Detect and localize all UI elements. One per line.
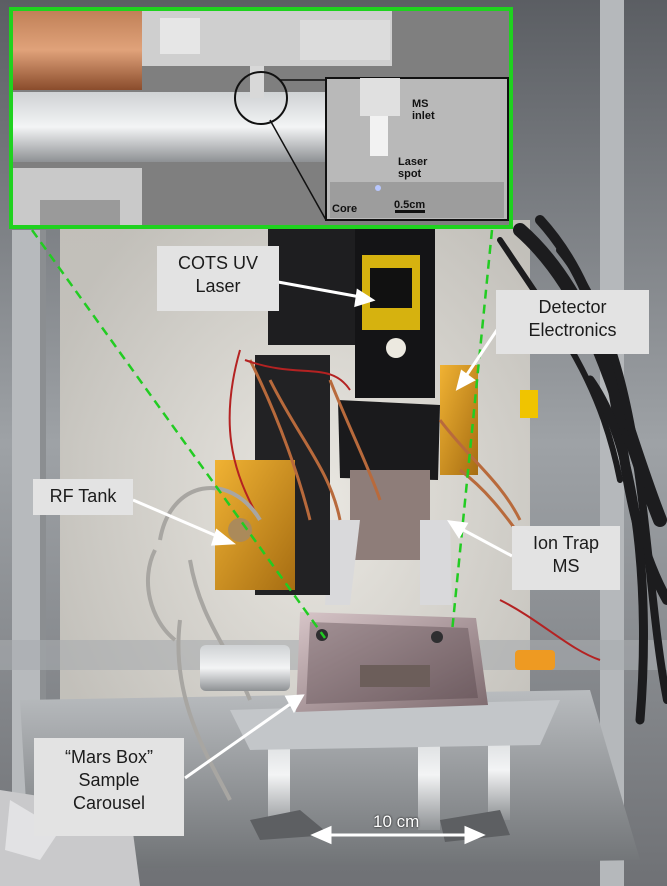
red-wires [228, 349, 601, 661]
annotation-arrows [132, 280, 513, 780]
inset-photo [12, 10, 510, 226]
yellow-connector [520, 390, 538, 418]
laser-label-text-area [370, 268, 412, 308]
ion-trap-cover [338, 400, 440, 480]
scale-bar [310, 825, 486, 845]
inset-label-scale: 0.5cm [394, 199, 426, 211]
frame-post-left-edge [40, 230, 46, 880]
dashed-guide-left [30, 229, 327, 639]
foil-highlight [5, 800, 60, 860]
left-cylinder [200, 645, 290, 691]
dashed-guide-right [450, 229, 494, 633]
inset-label-ms-inlet: MS inlet [412, 98, 435, 122]
ion-trap-assembly [350, 470, 430, 560]
stand-foot [250, 810, 330, 840]
copper-wiring [248, 359, 542, 562]
orange-tube [515, 650, 555, 670]
inset-label-core: Core [332, 203, 358, 215]
support-fin [420, 520, 452, 605]
callout-mars-box: “Mars Box” Sample Carousel [34, 738, 184, 836]
callout-ion-trap-ms: Ion Trap MS [512, 526, 620, 590]
stand-platform [230, 700, 560, 750]
callout-rf-tank: RF Tank [33, 479, 133, 515]
laser-enclosure [268, 225, 358, 345]
scale-bar-label: 10 cm [373, 812, 420, 831]
callout-detector-electronics: Detector Electronics [496, 290, 649, 354]
stand-leg [418, 720, 440, 830]
inset-zoom-circle [234, 71, 288, 125]
inset-scale-bar [395, 210, 425, 213]
inset-label-laser-spot: Laser spot [398, 156, 428, 180]
mars-box [296, 612, 488, 712]
callout-cots-uv-laser: COTS UV Laser [157, 246, 279, 311]
rf-tank [215, 460, 295, 590]
support-fin [325, 520, 360, 605]
rf-tank-port [228, 518, 252, 542]
laser-logo [386, 338, 406, 358]
inset-border [9, 7, 513, 229]
